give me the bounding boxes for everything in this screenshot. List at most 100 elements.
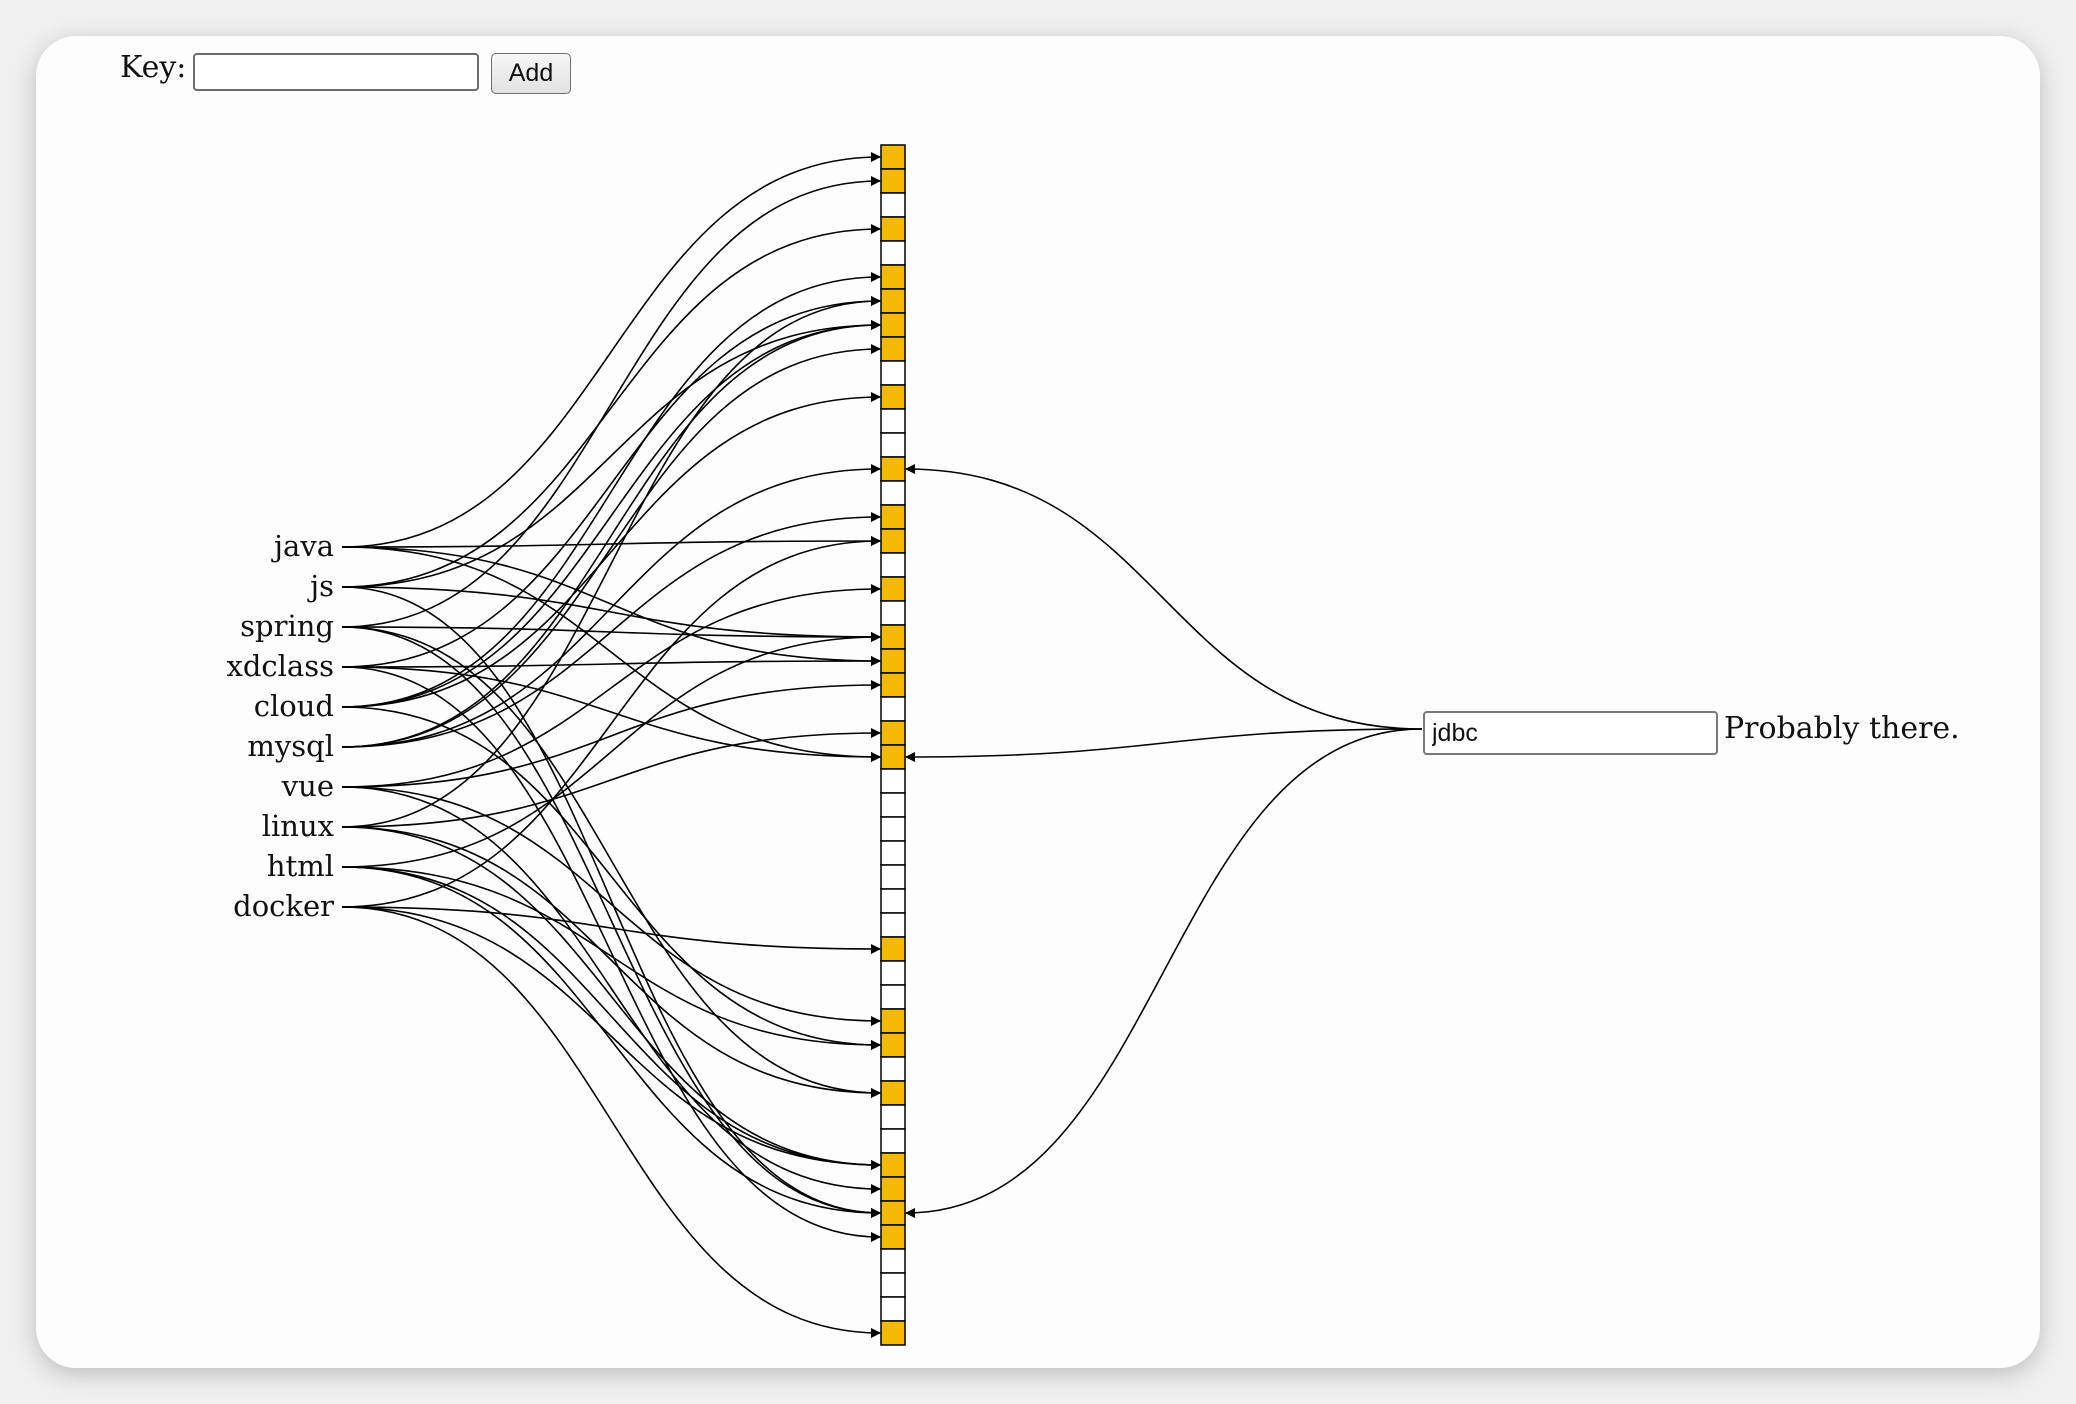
query-edge-13 xyxy=(905,464,1423,730)
hash-edge-vue-43 xyxy=(341,786,881,1194)
bit-cell-0 xyxy=(880,144,906,170)
key-input[interactable] xyxy=(193,53,479,91)
bit-cell-8 xyxy=(880,336,906,362)
hash-edge-java-21 xyxy=(341,546,881,666)
bit-cell-43 xyxy=(880,1176,906,1202)
hash-edge-docker-16 xyxy=(341,536,881,908)
key-label-cloud: cloud xyxy=(254,689,334,723)
bit-cell-46 xyxy=(880,1248,906,1274)
bit-cell-26 xyxy=(880,768,906,794)
key-label-spring: spring xyxy=(240,609,334,643)
bit-cell-29 xyxy=(880,840,906,866)
hash-edge-html-37 xyxy=(341,866,881,1050)
bit-cell-32 xyxy=(880,912,906,938)
bloom-filter-diagram: javajsspringxdclasscloudmysqlvuelinuxhtm… xyxy=(227,144,1423,1346)
key-label-js: js xyxy=(307,569,334,603)
hash-edges xyxy=(341,152,1423,1338)
hash-edge-js-20 xyxy=(341,586,881,642)
hash-edge-vue-18 xyxy=(341,584,881,788)
bit-cell-11 xyxy=(880,408,906,434)
bit-cell-35 xyxy=(880,984,906,1010)
bit-cell-49 xyxy=(880,1320,906,1346)
key-label-html: html xyxy=(267,849,334,883)
bit-cell-14 xyxy=(880,480,906,506)
bit-cell-3 xyxy=(880,216,906,242)
hash-edge-java-25 xyxy=(341,546,881,762)
bit-cell-19 xyxy=(880,600,906,626)
hash-edge-vue-36 xyxy=(341,786,881,1026)
key-label-java: java xyxy=(271,529,334,563)
hash-edge-cloud-5 xyxy=(341,272,881,708)
bit-cell-21 xyxy=(880,648,906,674)
bit-cell-25 xyxy=(880,744,906,770)
hash-edge-linux-42 xyxy=(341,826,881,1170)
hash-edge-mysql-8 xyxy=(341,344,881,748)
bit-cell-23 xyxy=(880,696,906,722)
hash-edge-docker-33 xyxy=(341,906,881,954)
bit-cell-37 xyxy=(880,1032,906,1058)
query-edge-25 xyxy=(905,728,1423,762)
bit-cell-13 xyxy=(880,456,906,482)
bit-cell-45 xyxy=(880,1224,906,1250)
query-result: Probably there. xyxy=(1724,711,1960,746)
bit-cell-27 xyxy=(880,792,906,818)
bit-cell-9 xyxy=(880,360,906,386)
query-edge-44 xyxy=(905,728,1423,1218)
bit-cell-28 xyxy=(880,816,906,842)
bit-cell-33 xyxy=(880,936,906,962)
hash-edge-cloud-37 xyxy=(341,706,881,1050)
bit-cell-12 xyxy=(880,432,906,458)
hash-edge-docker-42 xyxy=(341,906,881,1170)
bit-cell-5 xyxy=(880,264,906,290)
key-label: Key: xyxy=(120,50,187,85)
key-list: javajsspringxdclasscloudmysqlvuelinuxhtm… xyxy=(227,529,335,923)
hash-edge-js-7 xyxy=(341,320,881,588)
bit-cell-39 xyxy=(880,1080,906,1106)
bit-cell-20 xyxy=(880,624,906,650)
hash-edge-xdclass-25 xyxy=(341,666,881,762)
bit-cell-7 xyxy=(880,312,906,338)
bit-cell-40 xyxy=(880,1104,906,1130)
bit-cell-2 xyxy=(880,192,906,218)
hash-edge-spring-1 xyxy=(341,176,881,628)
bit-cell-15 xyxy=(880,504,906,530)
bit-cell-44 xyxy=(880,1200,906,1226)
hash-edge-spring-39 xyxy=(341,626,881,1098)
bit-cell-34 xyxy=(880,960,906,986)
hash-edge-java-16 xyxy=(341,536,881,548)
bit-cell-31 xyxy=(880,888,906,914)
hash-edge-xdclass-6 xyxy=(341,296,881,668)
query-input[interactable] xyxy=(1423,711,1718,755)
bit-cell-42 xyxy=(880,1152,906,1178)
hash-edge-linux-6 xyxy=(341,296,881,828)
bit-cell-41 xyxy=(880,1128,906,1154)
hash-edge-spring-44 xyxy=(341,626,881,1218)
key-label-xdclass: xdclass xyxy=(227,649,335,683)
hash-edge-cloud-10 xyxy=(341,392,881,708)
bit-cell-6 xyxy=(880,288,906,314)
hash-edge-cloud-7 xyxy=(341,320,881,708)
bit-cell-30 xyxy=(880,864,906,890)
hash-edge-mysql-7 xyxy=(341,320,881,748)
hash-edge-java-0 xyxy=(341,152,881,548)
bit-cell-10 xyxy=(880,384,906,410)
add-button[interactable]: Add xyxy=(491,53,571,94)
bit-cell-17 xyxy=(880,552,906,578)
bit-cell-1 xyxy=(880,168,906,194)
hash-edge-xdclass-45 xyxy=(341,666,881,1242)
bit-cell-48 xyxy=(880,1296,906,1322)
hash-edge-linux-39 xyxy=(341,826,881,1098)
hash-edge-xdclass-21 xyxy=(341,656,881,668)
bit-cell-4 xyxy=(880,240,906,266)
hash-edge-mysql-13 xyxy=(341,464,881,748)
hash-edge-linux-24 xyxy=(341,728,881,828)
bit-cell-47 xyxy=(880,1272,906,1298)
bit-cell-16 xyxy=(880,528,906,554)
hash-edge-docker-49 xyxy=(341,906,881,1338)
hash-edge-js-44 xyxy=(341,586,881,1218)
key-label-mysql: mysql xyxy=(247,729,334,763)
hash-edge-mysql-15 xyxy=(341,512,881,748)
hash-edge-html-20 xyxy=(341,632,881,868)
hash-edge-html-42 xyxy=(341,866,881,1170)
